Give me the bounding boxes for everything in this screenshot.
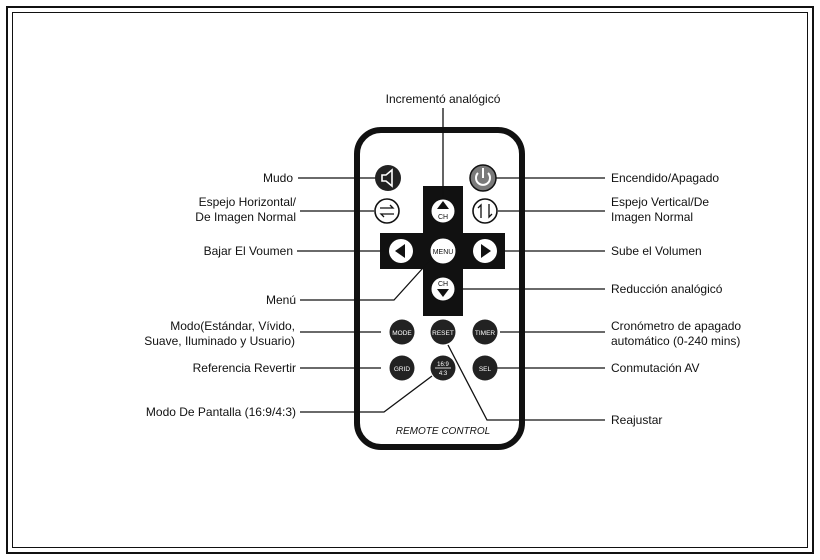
- power-icon: [475, 168, 491, 186]
- leader-aspect: [300, 375, 433, 413]
- leader-lines: [297, 108, 605, 421]
- channel-up-button[interactable]: CH: [430, 198, 456, 224]
- sel-label: SEL: [479, 366, 492, 373]
- right-callouts: Encendido/Apagado Espejo Vertical/De Ima…: [611, 171, 741, 427]
- arrow-right-icon: [481, 244, 491, 258]
- aspect-label-top: 16:9: [437, 362, 449, 368]
- menu-button[interactable]: MENU: [429, 237, 457, 265]
- callout-mode-line1: Modo(Estándar, Vívido,: [170, 319, 295, 333]
- callout-mode-line2: Suave, Iluminado y Usuario): [144, 334, 295, 348]
- vertical-flip-icon: [477, 203, 493, 219]
- callout-flip-h-line2: De Imagen Normal: [195, 210, 296, 224]
- timer-label: TIMER: [475, 330, 496, 337]
- reset-label: RESET: [432, 330, 454, 337]
- callout-grid: Referencia Revertir: [193, 361, 296, 375]
- callout-vol-down: Bajar El Voumen: [204, 244, 293, 258]
- aspect-label-bottom: 4:3: [439, 371, 448, 377]
- arrow-left-icon: [395, 244, 405, 258]
- callout-menu: Menú: [266, 293, 296, 307]
- callout-flip-v-line1: Espejo Vertical/De: [611, 195, 709, 209]
- arrow-down-icon: [437, 289, 449, 297]
- callout-channel-up: Incrementó analógicó: [386, 92, 501, 106]
- timer-button[interactable]: TIMER: [472, 319, 498, 345]
- callout-timer-line2: automático (0-240 mins): [611, 334, 740, 348]
- reset-button[interactable]: RESET: [430, 319, 456, 345]
- leader-reset: [447, 344, 605, 421]
- callout-flip-h-line1: Espejo Horizontal/: [199, 195, 297, 209]
- aspect-ratio-button[interactable]: 16:9 4:3: [430, 355, 456, 381]
- outer-border: [6, 6, 814, 554]
- mode-label: MODE: [392, 330, 412, 337]
- callout-timer-line1: Cronómetro de apagado: [611, 319, 741, 333]
- flip-horizontal-button[interactable]: [374, 198, 400, 224]
- callout-vol-up: Sube el Volumen: [611, 244, 702, 258]
- callout-reset: Reajustar: [611, 413, 662, 427]
- ch-down-label: CH: [438, 281, 448, 288]
- grid-button[interactable]: GRID: [389, 355, 415, 381]
- callout-flip-v-line2: Imagen Normal: [611, 210, 693, 224]
- channel-down-button[interactable]: CH: [430, 276, 456, 302]
- grid-label: GRID: [394, 366, 411, 373]
- callout-mute: Mudo: [263, 171, 293, 185]
- mute-button[interactable]: [375, 165, 401, 191]
- mode-button[interactable]: MODE: [389, 319, 415, 345]
- inner-border: [12, 12, 808, 548]
- callout-sel: Conmutación AV: [611, 361, 700, 375]
- menu-label: MENU: [433, 249, 454, 256]
- sel-button[interactable]: SEL: [472, 355, 498, 381]
- left-callouts: Mudo Espejo Horizontal/ De Imagen Normal…: [144, 171, 296, 419]
- flip-vertical-button[interactable]: [472, 198, 498, 224]
- leader-menu: [300, 257, 433, 301]
- callout-power: Encendido/Apagado: [611, 171, 719, 185]
- horizontal-flip-icon: [379, 204, 395, 218]
- volume-down-button[interactable]: [389, 239, 413, 263]
- speaker-icon: [381, 168, 393, 188]
- power-button[interactable]: [469, 164, 497, 192]
- arrow-up-icon: [437, 201, 449, 209]
- remote-caption: REMOTE CONTROL: [396, 426, 490, 437]
- volume-up-button[interactable]: [473, 239, 497, 263]
- callout-aspect: Modo De Pantalla (16:9/4:3): [146, 405, 296, 419]
- ch-up-label: CH: [438, 214, 448, 221]
- callout-ch-down: Reducción analógicó: [611, 282, 723, 296]
